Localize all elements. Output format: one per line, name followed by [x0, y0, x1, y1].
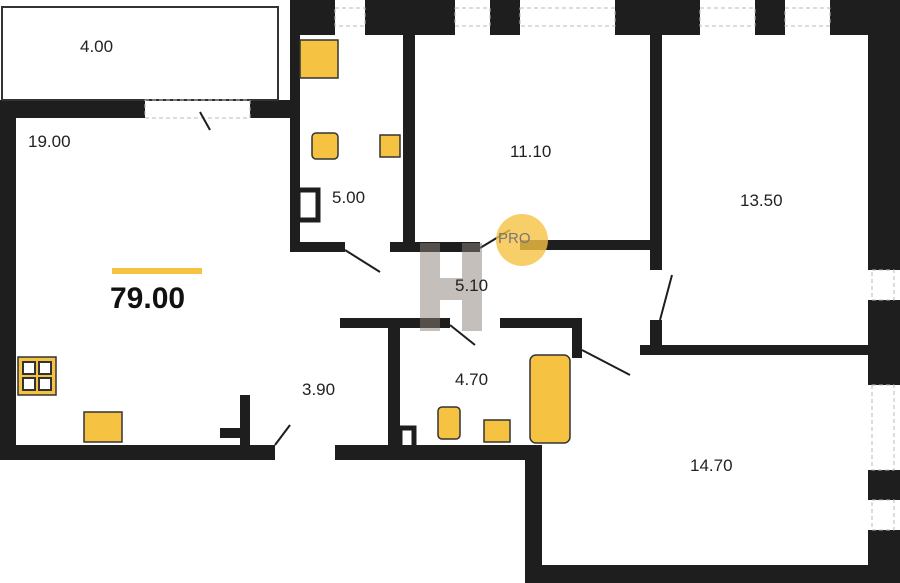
- windows: [144, 7, 895, 531]
- sink-icon: [379, 134, 401, 158]
- bathtub-icon: [529, 354, 571, 444]
- stove-burners: [22, 361, 52, 391]
- room-area-hallway: 5.10: [455, 276, 489, 295]
- toilet-icon: [437, 406, 461, 440]
- room-area-balcony: 4.00: [80, 37, 114, 56]
- room-area-bedroom-2: 13.50: [740, 191, 783, 210]
- room-area-bedroom-1: 11.10: [510, 142, 552, 161]
- total-area-accent-bar: [112, 268, 202, 274]
- room-area-living: 19.00: [28, 132, 71, 151]
- sink-icon: [483, 419, 511, 443]
- doors: [199, 111, 673, 446]
- toilet-icon: [311, 132, 339, 160]
- shower-icon: [299, 39, 339, 79]
- watermark-circle: [496, 214, 548, 266]
- room-area-entry: 3.90: [302, 380, 336, 399]
- balcony-outline: [1, 6, 279, 101]
- kitchen-sink-icon: [83, 411, 123, 443]
- total-area: 79.00: [110, 282, 186, 315]
- watermark-text: PRO: [498, 230, 531, 247]
- watermark-logo: [420, 243, 482, 331]
- room-area-bathroom-2: 4.70: [455, 370, 489, 389]
- room-area-bathroom-1: 5.00: [332, 188, 366, 207]
- room-area-bedroom-3: 14.70: [690, 456, 733, 475]
